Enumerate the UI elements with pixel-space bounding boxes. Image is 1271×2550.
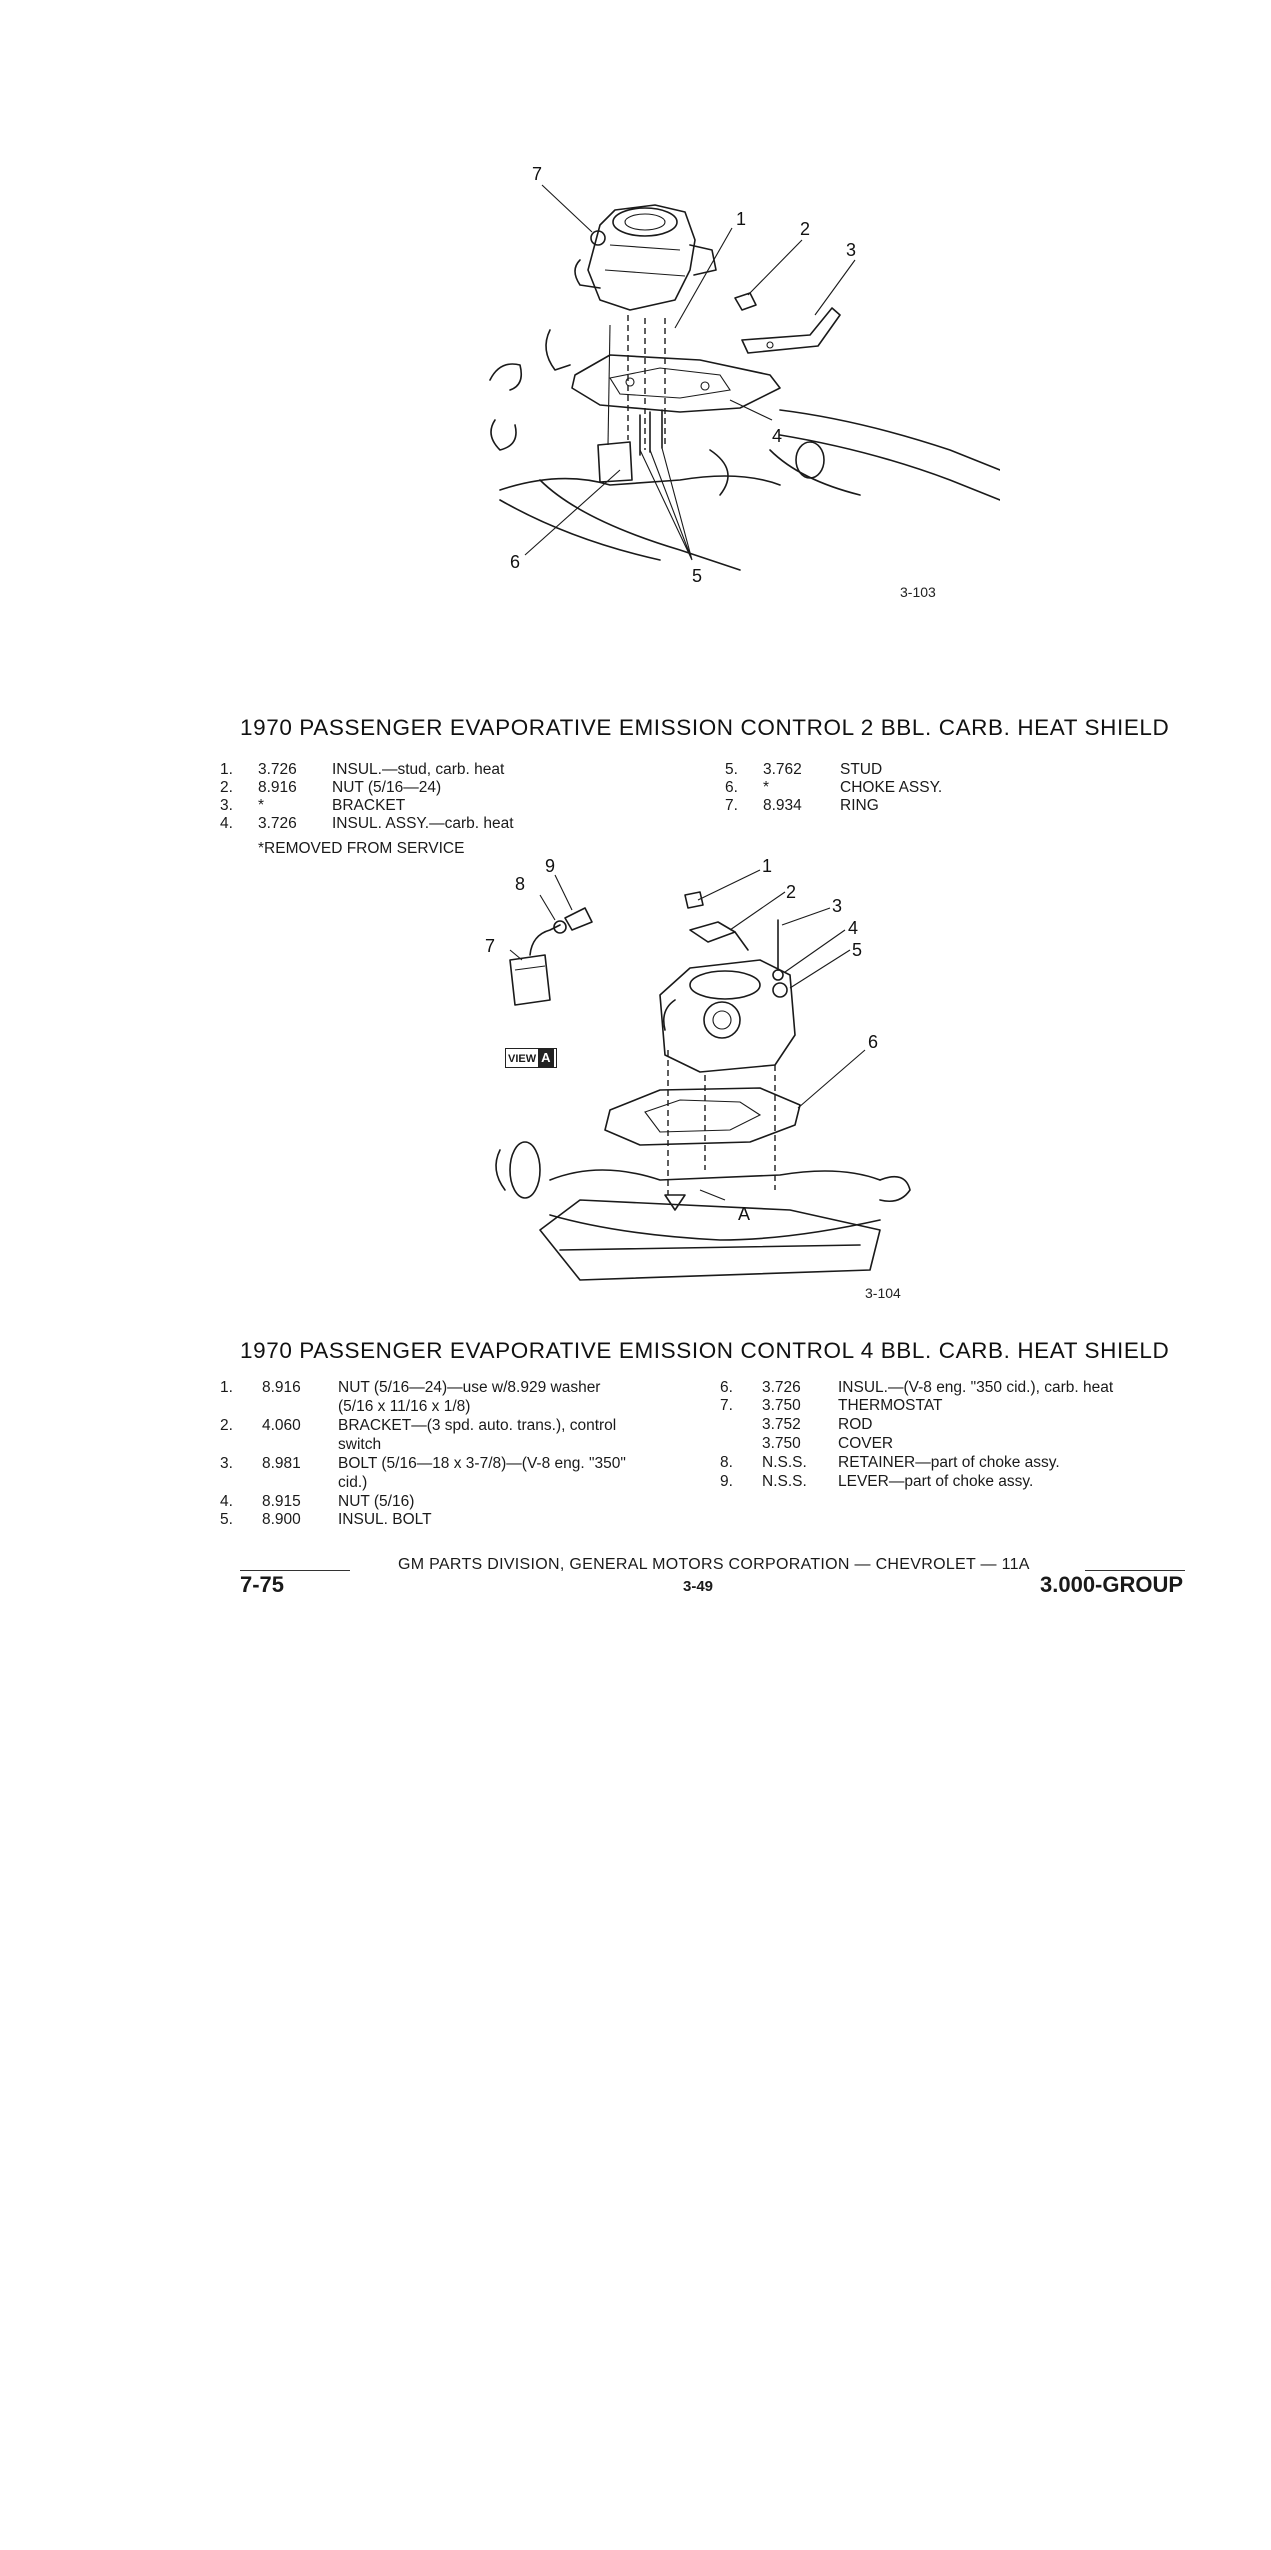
callout-3: 3 — [832, 896, 842, 916]
footer-group: 3.000-GROUP — [1040, 1572, 1184, 1597]
callout-6: 6 — [868, 1032, 878, 1052]
callout-1: 1 — [762, 856, 772, 876]
callout-1: 1 — [736, 209, 746, 229]
diagram-2bbl-illustration: 7 1 2 3 4 5 6 — [489, 164, 1001, 586]
section-title-4bbl: 1970 PASSENGER EVAPORATIVE EMISSION CONT… — [240, 1338, 1170, 1363]
callout-9: 9 — [545, 856, 555, 876]
callout-7: 7 — [532, 164, 542, 184]
footer-division-line: GM PARTS DIVISION, GENERAL MOTORS CORPOR… — [398, 1556, 1030, 1573]
callout-2: 2 — [800, 219, 810, 239]
figure-2bbl-heat-shield: 7 1 2 3 4 5 6 — [480, 150, 1001, 600]
callout-4: 4 — [772, 426, 782, 446]
view-label-letter: A — [538, 1049, 554, 1067]
callout-8: 8 — [515, 874, 525, 894]
arrow-label-a: A — [738, 1204, 750, 1224]
callout-5: 5 — [692, 566, 702, 586]
callout-6: 6 — [510, 552, 520, 572]
callout-5: 5 — [852, 940, 862, 960]
figure-id-3-103: 3-103 — [900, 584, 936, 600]
figure-id-3-104: 3-104 — [865, 1285, 901, 1301]
footer-date: 7-75 — [240, 1572, 285, 1597]
removed-from-service-note: *REMOVED FROM SERVICE — [258, 840, 465, 857]
callout-2: 2 — [786, 882, 796, 902]
callout-4: 4 — [848, 918, 858, 938]
section-title-2bbl: 1970 PASSENGER EVAPORATIVE EMISSION CONT… — [240, 715, 1170, 740]
callout-7: 7 — [485, 936, 495, 956]
footer-rule-left — [240, 1570, 350, 1571]
footer-page-number: 3-49 — [683, 1578, 714, 1595]
callout-3: 3 — [846, 240, 856, 260]
view-label-text: VIEW — [508, 1053, 537, 1065]
footer-rule-right — [1085, 1570, 1185, 1571]
figure-4bbl-heat-shield: 1 2 3 4 5 6 7 8 9 A — [460, 850, 930, 1300]
diagram-4bbl-illustration: 1 2 3 4 5 6 7 8 9 A — [485, 856, 911, 1281]
